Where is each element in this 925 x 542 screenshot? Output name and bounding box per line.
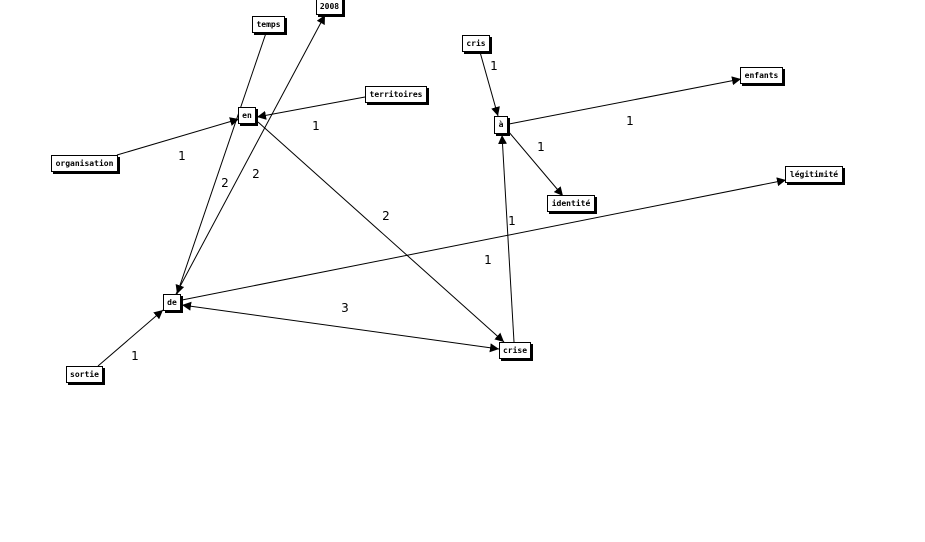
edge-weight-label: 1 [626, 114, 634, 128]
node-sortie: sortie [66, 366, 103, 383]
edge-territoires-en [256, 96, 366, 120]
node-cris: cris [462, 35, 490, 52]
edge-weight-label: 2 [221, 176, 229, 190]
node-crise: crise [499, 342, 531, 359]
edge-sortie-de [97, 309, 164, 367]
edge-weight-label: 1 [484, 253, 492, 267]
edge-en-crise [257, 121, 505, 343]
node-de: de [163, 294, 181, 311]
edge-weight-label: 1 [178, 149, 186, 163]
node-legitimite: légitimité [785, 166, 843, 183]
node-enfants: enfants [740, 67, 783, 84]
edge-weight-label: 1 [131, 349, 139, 363]
node-2008: 2008 [316, 0, 343, 15]
edge-weight-label: 1 [312, 119, 320, 133]
edge-cris-a [479, 51, 500, 117]
node-organisation: organisation [51, 155, 118, 172]
edge-weight-label: 1 [537, 140, 545, 154]
edge-weight-label: 1 [508, 214, 516, 228]
edge-temps-de [175, 32, 267, 295]
edge-de-legitimite [181, 177, 787, 301]
edge-weight-label: 1 [490, 59, 498, 73]
edge-weight-label: 3 [341, 301, 349, 315]
edge-weight-label: 2 [252, 167, 260, 181]
node-territoires: territoires [365, 86, 427, 103]
edge-crise-a [498, 134, 515, 343]
node-identite: identité [547, 195, 595, 212]
node-temps: temps [252, 16, 285, 33]
edge-a-identite [507, 130, 564, 197]
edge-de-crise [181, 301, 500, 353]
edge-weight-label: 2 [382, 209, 390, 223]
edge-a-enfants [508, 76, 742, 125]
edge-de-n2008 [175, 14, 326, 295]
node-a: à [494, 116, 508, 134]
edge-organisation-en [116, 117, 240, 156]
node-en: en [238, 107, 256, 124]
